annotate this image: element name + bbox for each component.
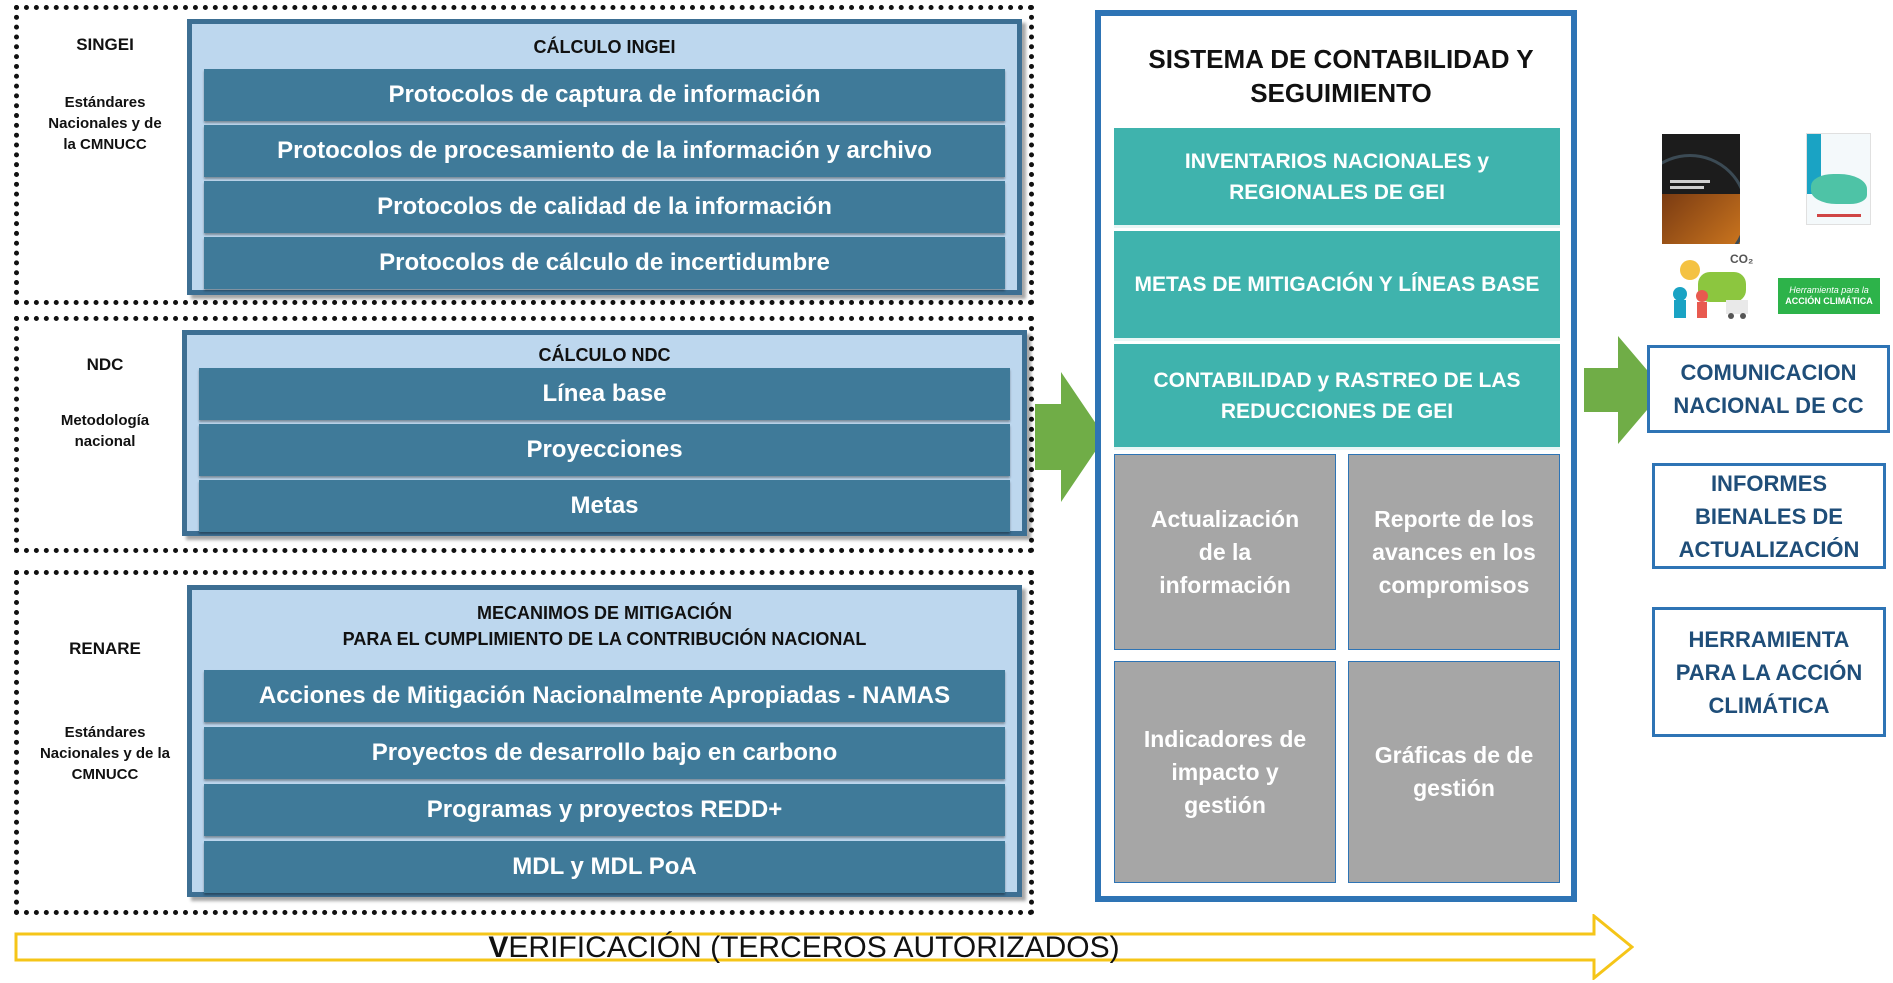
row-calidad: Protocolos de calidad de la información (204, 181, 1005, 233)
row-mdl: MDL y MDL PoA (204, 841, 1005, 893)
calculo-ingei-panel: CÁLCULO INGEI Protocolos de captura de i… (187, 19, 1022, 295)
teal-inventarios: INVENTARIOS NACIONALES y REGIONALES DE G… (1114, 128, 1560, 228)
verification-rest: ERIFICACIÓN (TERCEROS AUTORIZADOS) (508, 931, 1120, 964)
output-herramienta: HERRAMIENTA PARA LA ACCIÓN CLIMÁTICA (1652, 607, 1886, 737)
badge-line-2: ACCIÓN CLIMÁTICA (1785, 296, 1873, 306)
gray-actualizacion: Actualización de la información (1114, 454, 1336, 650)
row-procesamiento: Protocolos de procesamiento de la inform… (204, 125, 1005, 177)
row-incertidumbre: Protocolos de cálculo de incertidumbre (204, 237, 1005, 289)
gray-indicadores: Indicadores de impacto y gestión (1114, 661, 1336, 883)
row-redd: Programas y proyectos REDD+ (204, 784, 1005, 836)
output-comunicacion: COMUNICACION NACIONAL DE CC (1647, 345, 1890, 433)
verification-label: VERIFICACIÓN (TERCEROS AUTORIZADOS) (14, 930, 1594, 966)
teal-metas: METAS DE MITIGACIÓN Y LÍNEAS BASE (1114, 231, 1560, 341)
singei-group (14, 5, 1034, 305)
singei-subtitle: Estándares Nacionales y de la CMNUCC (48, 94, 162, 153)
ndc-subtitle: Metodología nacional (60, 412, 150, 450)
calculo-ndc-panel: CÁLCULO NDC Línea base Proyecciones Meta… (182, 330, 1027, 536)
sistema-contabilidad-frame: SISTEMA DE CONTABILIDAD Y SEGUIMIENTO IN… (1095, 10, 1577, 902)
row-captura: Protocolos de captura de información (204, 69, 1005, 121)
right-arrow-icon (1584, 336, 1664, 444)
right-arrow-icon (1035, 372, 1105, 502)
renare-group (14, 570, 1034, 915)
bur-report-thumbnail (1806, 133, 1871, 225)
verification-initial: V (488, 931, 509, 964)
co2-family-illustration-icon (1673, 260, 1748, 319)
panel-title-line-2: PARA EL CUMPLIMIENTO DE LA CONTRIBUCIÓN … (342, 629, 867, 649)
singei-title: SINGEI (76, 35, 134, 54)
gray-graficas: Gráficas de de gestión (1348, 661, 1560, 883)
badge-line-1: Herramienta para la (1789, 285, 1869, 295)
row-metas: Metas (199, 480, 1010, 532)
panel-title-line-1: MECANIMOS DE MITIGACIÓN (477, 603, 732, 623)
co2-label: CO₂ (1730, 252, 1754, 266)
gray-reporte: Reporte de los avances en los compromiso… (1348, 454, 1560, 650)
teal-contabilidad: CONTABILIDAD y RASTREO DE LAS REDUCCIONE… (1114, 344, 1560, 450)
accion-climatica-badge: Herramienta para la ACCIÓN CLIMÁTICA (1778, 278, 1880, 314)
report-cover-thumbnail (1662, 134, 1740, 244)
ndc-group (14, 316, 1034, 553)
row-bajo-carbono: Proyectos de desarrollo bajo en carbono (204, 727, 1005, 779)
panel-title: CÁLCULO NDC (538, 345, 671, 365)
mecanismos-panel: MECANIMOS DE MITIGACIÓN PARA EL CUMPLIMI… (187, 585, 1022, 897)
verification-banner-arrow (14, 914, 1634, 980)
output-informes: INFORMES BIENALES DE ACTUALIZACIÓN (1652, 463, 1886, 569)
row-proyecciones: Proyecciones (199, 424, 1010, 476)
renare-subtitle: Estándares Nacionales y de la CMNUCC (39, 724, 171, 783)
renare-title: RENARE (69, 639, 141, 658)
row-namas: Acciones de Mitigación Nacionalmente Apr… (204, 670, 1005, 722)
system-title: SISTEMA DE CONTABILIDAD Y SEGUIMIENTO (1148, 44, 1534, 108)
ndc-title: NDC (86, 355, 124, 374)
panel-title: CÁLCULO INGEI (533, 37, 676, 57)
row-linea-base: Línea base (199, 368, 1010, 420)
